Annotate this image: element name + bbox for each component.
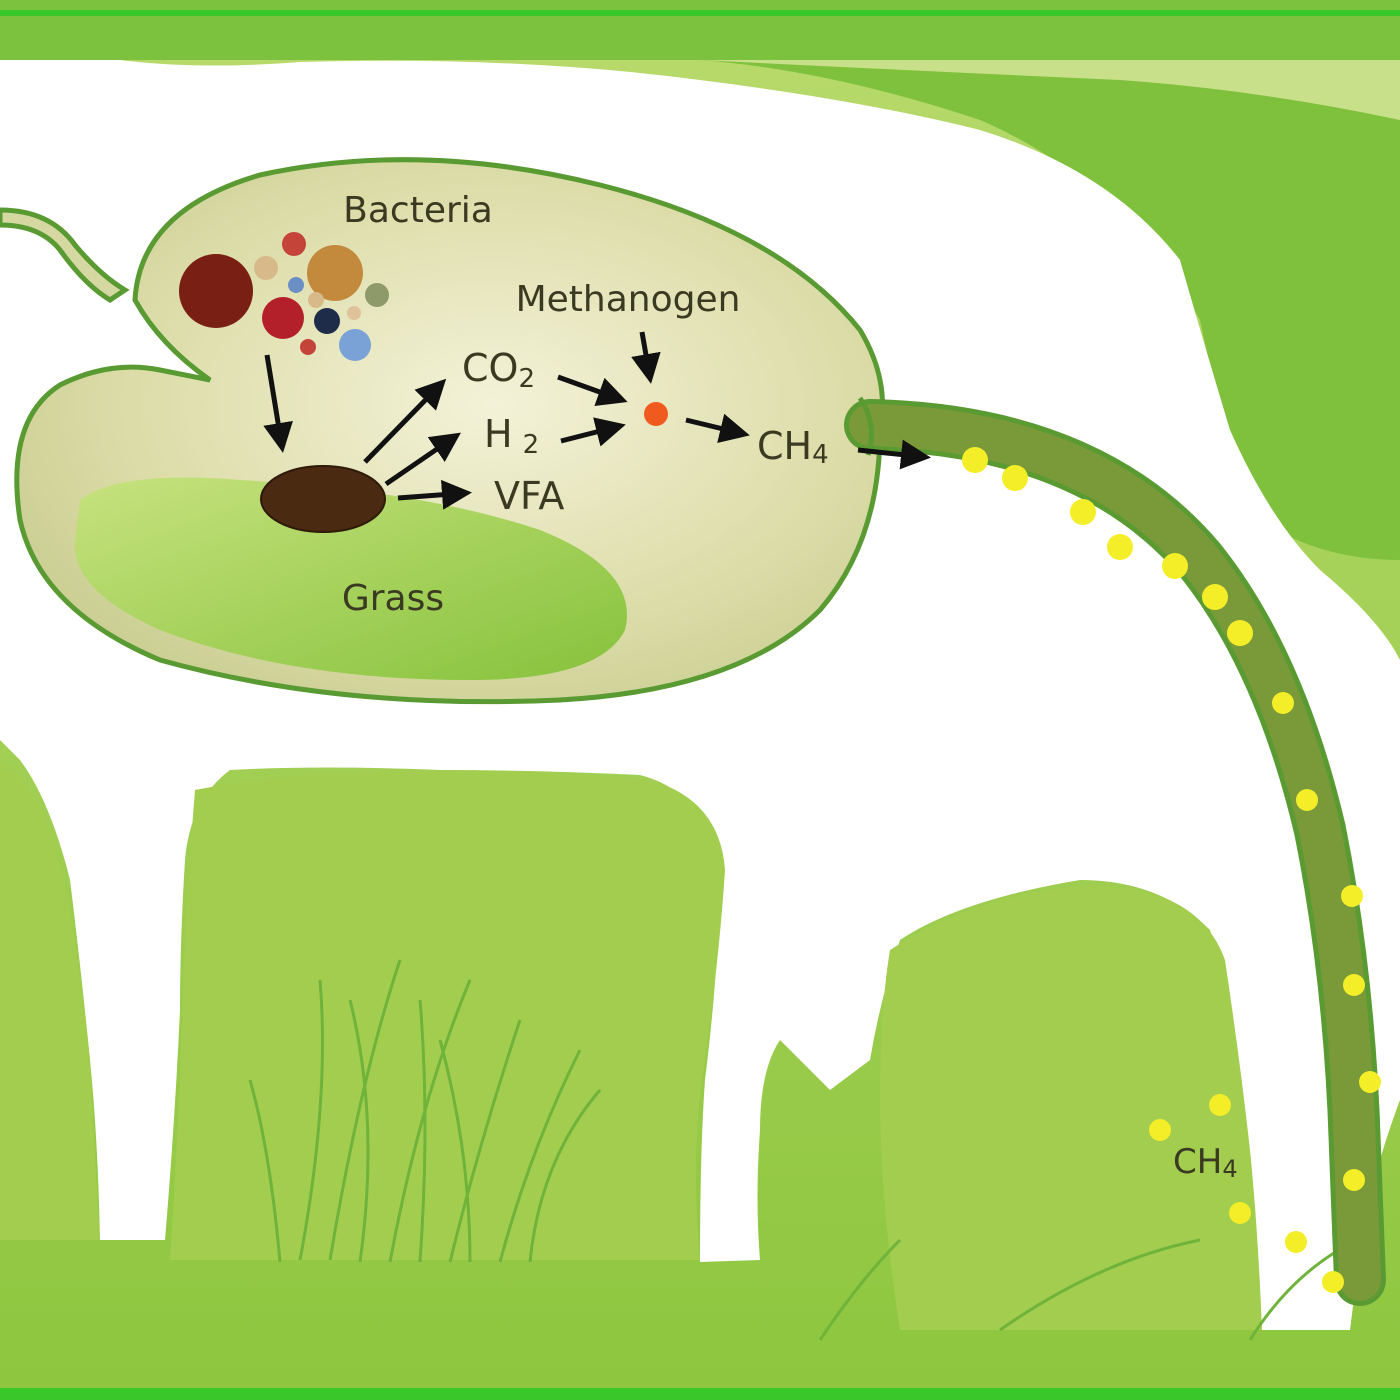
hind-leg-shadow [880, 885, 1262, 1330]
gas-bubble [1322, 1271, 1344, 1293]
ground-grass [248, 959, 1381, 1341]
label-ch4-subscript: 4 [812, 440, 829, 470]
gas-tube [849, 404, 1381, 1301]
arrow-bacteria-to-feed [263, 354, 293, 453]
gas-bubble [1359, 1071, 1381, 1093]
feed-particle [260, 465, 386, 533]
belly-shadow [170, 770, 725, 1260]
arrow-ch4-to-tube [857, 439, 931, 470]
top-light-strip [700, 60, 1400, 120]
gas-bubble [1002, 465, 1028, 491]
bacterium [288, 277, 304, 293]
bacterium [308, 292, 324, 308]
bottom-frame-line [0, 1388, 1400, 1400]
gas-bubble [1107, 534, 1133, 560]
bacterium [300, 339, 316, 355]
flow-arrows [263, 331, 931, 510]
label-bacteria: Bacteria [343, 190, 493, 231]
arrow-feed-to-h2 [384, 432, 461, 487]
gas-bubble [1227, 620, 1253, 646]
grass-pad [74, 477, 627, 680]
arrow-feed-to-vfa [397, 479, 472, 510]
top-frame-line [0, 10, 1400, 16]
gas-bubble [1341, 885, 1363, 907]
gas-bubble [962, 447, 988, 473]
gas-bubble [1209, 1094, 1231, 1116]
gas-bubble [1343, 1169, 1365, 1191]
arrow-methanogen-to-ch4 [685, 413, 750, 443]
bacterium [254, 256, 278, 280]
bacterium [307, 245, 363, 301]
arrow-feed-to-co2 [363, 378, 447, 464]
methanogen-dot [644, 402, 668, 426]
gas-bubble [1285, 1231, 1307, 1253]
gas-bubble [1296, 789, 1318, 811]
gas-bubble [1272, 692, 1294, 714]
bacterium [365, 283, 389, 307]
bacterium [179, 254, 253, 328]
top-band [0, 0, 1400, 60]
bacterium [314, 308, 340, 334]
label-vfa: VFA [494, 474, 564, 518]
label-co2-subscript: 2 [518, 364, 535, 394]
gas-bubble [1229, 1202, 1251, 1224]
esophagus [0, 207, 130, 303]
gas-bubble [1149, 1119, 1171, 1141]
front-leg-shadow [0, 760, 100, 1240]
bacterium [262, 297, 304, 339]
bacterium [347, 306, 361, 320]
label-co2: CO2 [462, 346, 535, 394]
arrow-methanogen-label-to-dot [631, 331, 661, 384]
gas-bubble [1202, 584, 1228, 610]
right-dark-field [700, 60, 1400, 560]
gas-bubble [1070, 499, 1096, 525]
label-ch4-exhaust-subscript: 4 [1222, 1155, 1237, 1183]
label-methanogen: Methanogen [516, 279, 741, 320]
arrow-co2-to-methanogen [557, 374, 628, 406]
label-ch4: CH4 [757, 424, 829, 470]
bacteria-cluster [179, 232, 389, 361]
gas-bubble [1343, 974, 1365, 996]
bacterium [282, 232, 306, 256]
label-h2-subscript: 2 [523, 430, 540, 460]
arrow-h2-to-methanogen [560, 417, 626, 447]
label-grass: Grass [342, 578, 444, 619]
gas-bubble [1162, 553, 1188, 579]
label-ch4-exhaust: CH4 [1173, 1142, 1238, 1183]
bacterium [339, 329, 371, 361]
gas-bubbles [962, 447, 1381, 1293]
